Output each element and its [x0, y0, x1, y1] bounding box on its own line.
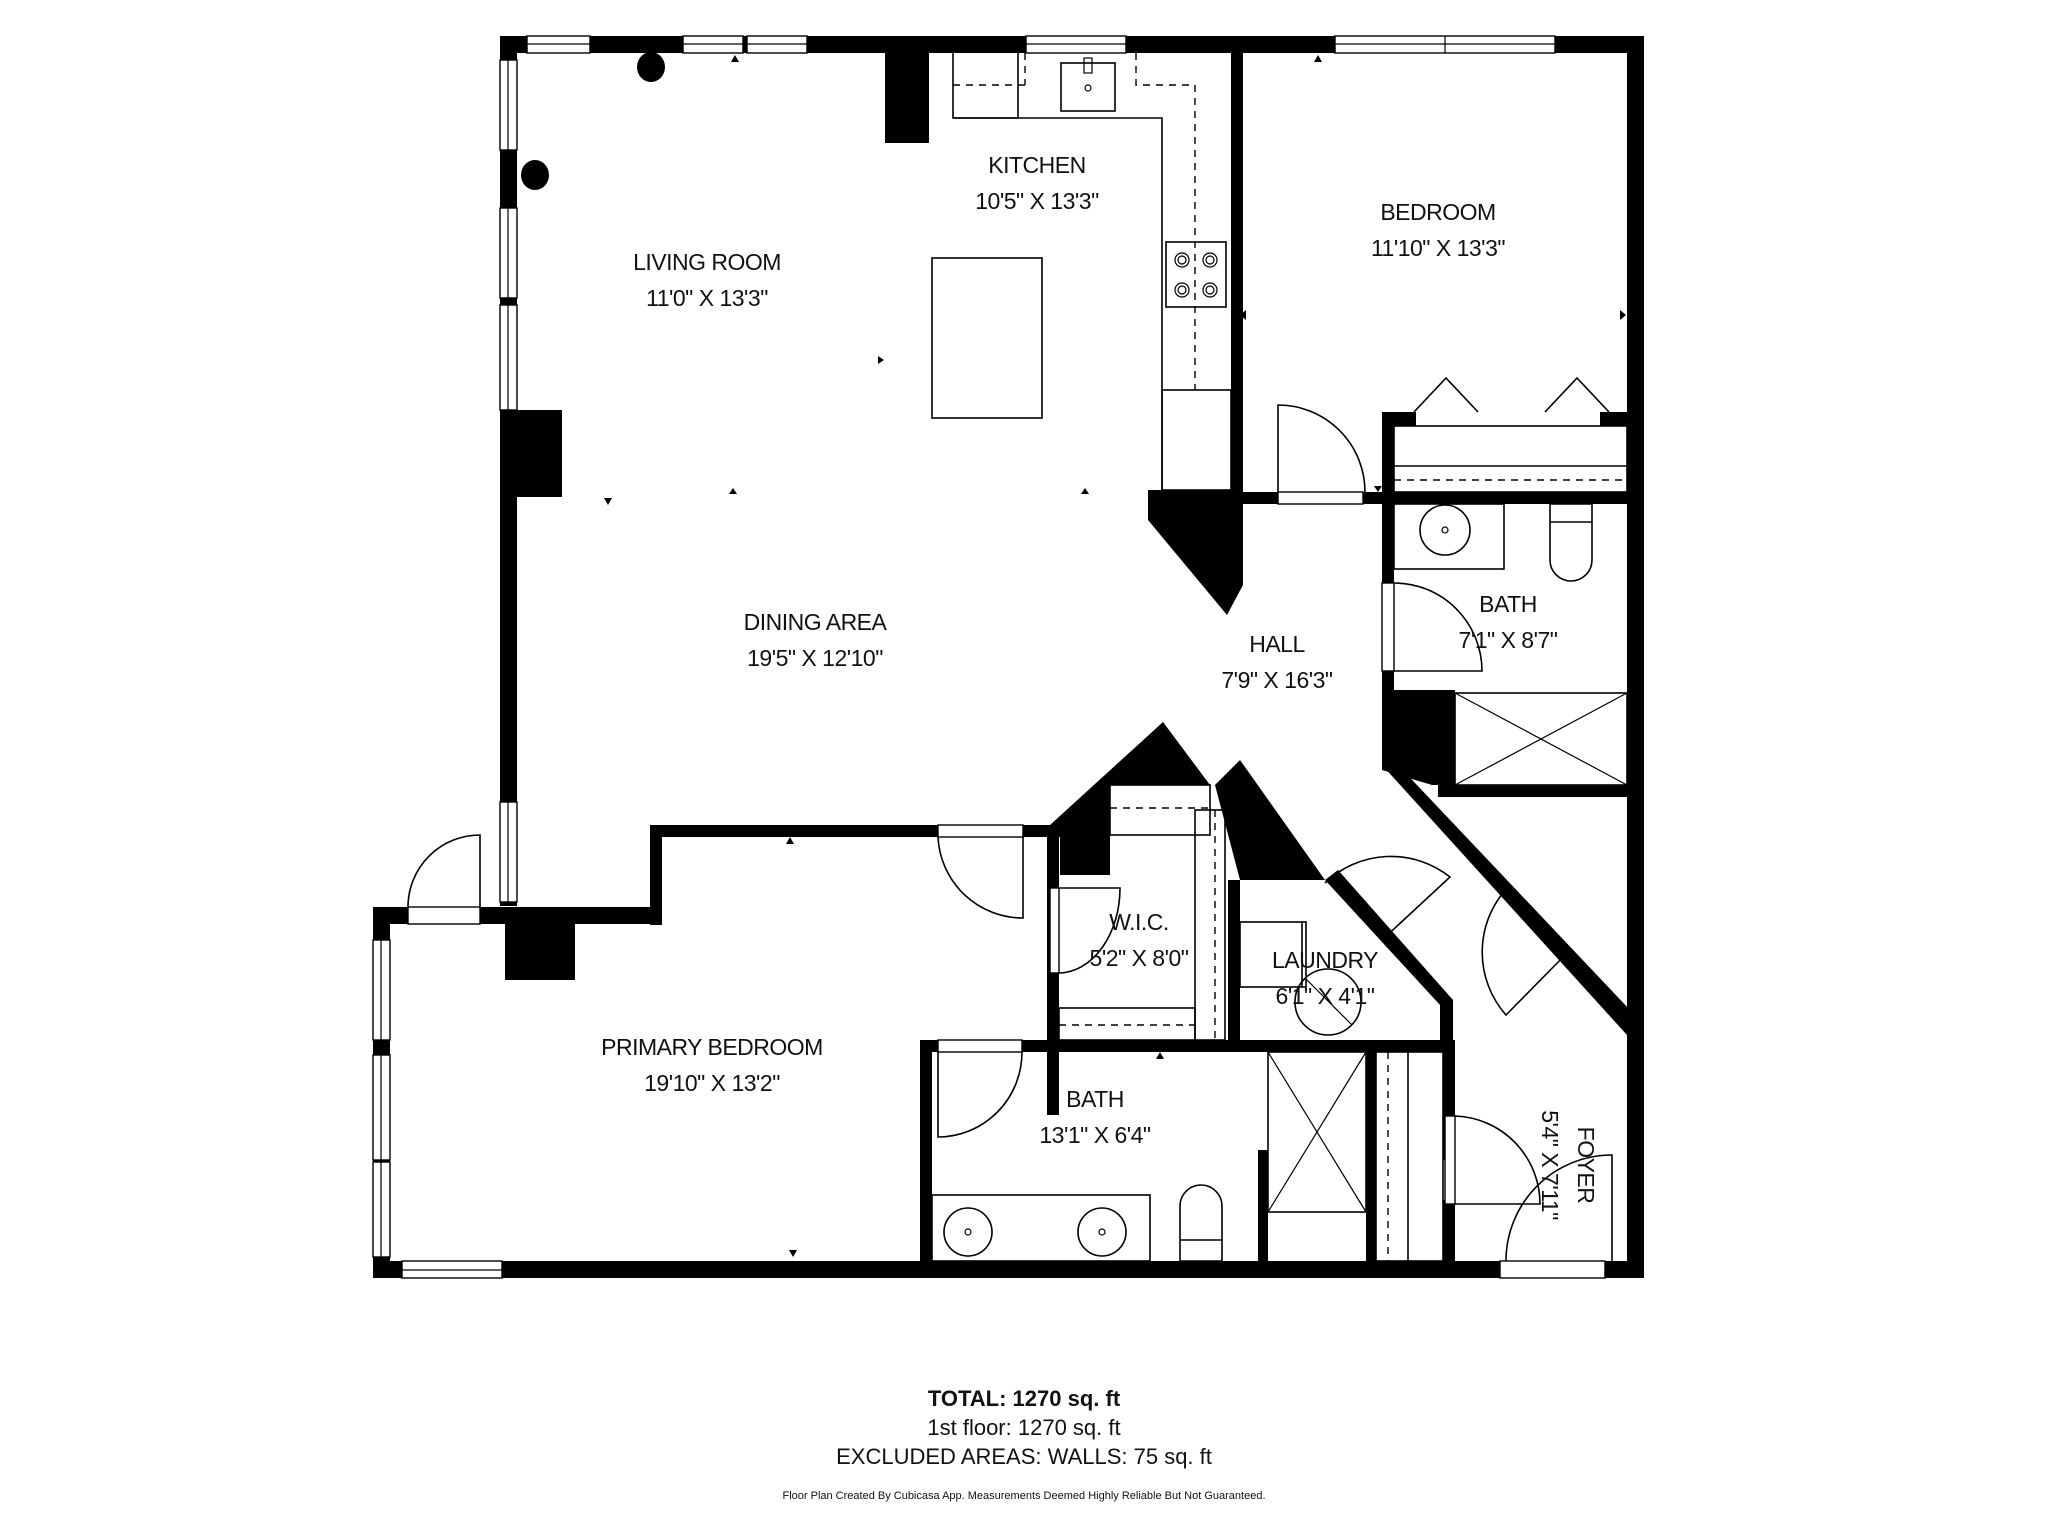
room-dims-bath-upper: 7'1" X 8'7"	[1459, 627, 1558, 653]
door-icon	[1381, 582, 1483, 672]
room-name-hall: HALL	[1249, 631, 1305, 657]
stove-icon	[1165, 241, 1227, 308]
credit-note: Floor Plan Created By Cubicasa App. Meas…	[782, 1490, 1266, 1502]
room-name-laundry: LAUNDRY	[1272, 947, 1378, 973]
sink-icon	[943, 1207, 993, 1257]
room-name-living-room: LIVING ROOM	[633, 249, 781, 275]
entry-door-icon	[1505, 1154, 1613, 1262]
door-icon	[1324, 855, 1452, 941]
shower-icon	[1454, 692, 1628, 786]
sink-icon	[1060, 62, 1116, 112]
room-dims-laundry: 6'1" X 4'1"	[1276, 983, 1375, 1009]
room-name-bath-upper: BATH	[1479, 591, 1537, 617]
kitchen-island	[931, 257, 1043, 419]
toilet-icon	[1549, 503, 1593, 582]
interior-walls	[500, 53, 1644, 1275]
toilet-icon	[1179, 1184, 1223, 1262]
door-icon	[937, 824, 1024, 919]
closet-icon	[1393, 376, 1628, 493]
room-name-primary-bedroom: PRIMARY BEDROOM	[601, 1034, 823, 1060]
room-name-bath-primary: BATH	[1066, 1086, 1124, 1112]
windows	[372, 35, 1606, 1279]
column-icon	[637, 52, 665, 82]
room-labels: LIVING ROOM 11'0" X 13'3" KITCHEN 10'5" …	[601, 152, 1599, 1220]
room-dims-hall: 7'9" X 16'3"	[1221, 667, 1333, 693]
door-icon	[1481, 884, 1571, 1017]
door-icon	[1049, 887, 1121, 974]
room-dims-foyer: 5'4" X 7'11"	[1537, 1110, 1563, 1220]
fridge-icon	[1161, 389, 1232, 491]
room-name-dining-area: DINING AREA	[744, 609, 888, 635]
total-area: TOTAL: 1270 sq. ft	[927, 1386, 1121, 1411]
room-name-bedroom: BEDROOM	[1380, 199, 1495, 225]
washer-icon	[1239, 921, 1307, 988]
excluded-area: EXCLUDED AREAS: WALLS: 75 sq. ft	[836, 1444, 1212, 1469]
door-icon	[937, 1039, 1023, 1138]
dryer-icon	[1294, 968, 1362, 1036]
measure-markers	[604, 55, 1626, 1257]
room-dims-kitchen: 10'5" X 13'3"	[975, 188, 1099, 214]
door-icon	[407, 834, 481, 925]
door-icon	[1444, 1115, 1541, 1205]
sink-icon	[1419, 504, 1471, 556]
room-dims-primary-bedroom: 19'10" X 13'2"	[644, 1070, 780, 1096]
room-name-wic: W.I.C.	[1109, 909, 1169, 935]
fixtures	[407, 52, 1628, 1262]
room-dims-wic: 5'2" X 8'0"	[1090, 945, 1189, 971]
room-name-kitchen: KITCHEN	[988, 152, 1085, 178]
sink-icon	[1077, 1207, 1127, 1257]
door-icon	[1277, 404, 1366, 505]
room-dims-bath-primary: 13'1" X 6'4"	[1039, 1122, 1151, 1148]
column-icon	[521, 160, 549, 190]
floor-area: 1st floor: 1270 sq. ft	[927, 1415, 1121, 1440]
room-dims-dining-area: 19'5" X 12'10"	[747, 645, 883, 671]
shower-icon	[1267, 1051, 1367, 1213]
room-dims-living-room: 11'0" X 13'3"	[646, 285, 768, 311]
room-name-foyer: FOYER	[1573, 1127, 1599, 1204]
room-dims-bedroom: 11'10" X 13'3"	[1371, 235, 1505, 261]
